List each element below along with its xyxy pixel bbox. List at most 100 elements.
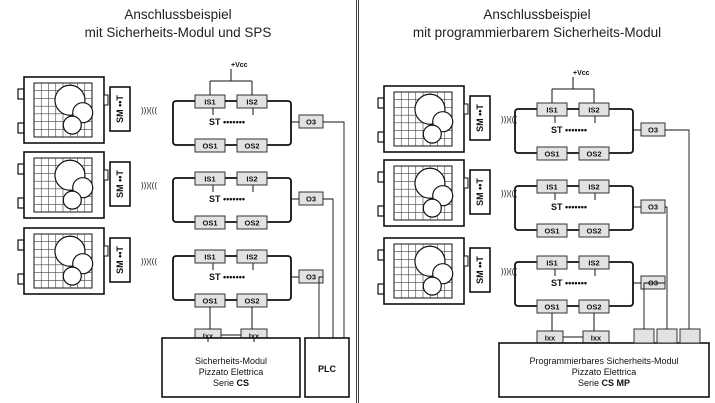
st-unit-1-is2-label: IS2 bbox=[588, 183, 599, 192]
module-line2: Pizzato Elettrica bbox=[199, 367, 264, 377]
sensor-1-lug-top bbox=[377, 171, 385, 183]
st-unit-2-is2-label: IS2 bbox=[588, 259, 599, 268]
st-unit-2-label: ST ••••••• bbox=[209, 272, 245, 282]
sensor-2-tag bbox=[469, 247, 491, 293]
sensor-0-signal: )))((( bbox=[501, 115, 517, 124]
sensor-0-connector bbox=[103, 94, 109, 106]
st-unit-0-os1-label: OS1 bbox=[544, 150, 559, 159]
sensor-2-lug-top bbox=[377, 249, 385, 261]
st-unit-2-o3-label: O3 bbox=[306, 273, 316, 282]
st-unit-2-is1-label: IS1 bbox=[204, 253, 215, 262]
st-unit-0-os1-label: OS1 bbox=[202, 142, 217, 151]
st-unit-0-label: ST ••••••• bbox=[209, 117, 245, 127]
sensor-2-circle-small bbox=[422, 276, 442, 296]
o3-wire-0 bbox=[323, 121, 345, 338]
st-unit-2-os2-label: OS2 bbox=[244, 297, 259, 306]
ixx-1-label: Ixx bbox=[545, 334, 556, 343]
safety-module-box bbox=[161, 337, 301, 398]
left-diagram-panel: Anschlussbeispiel mit Sicherheits-Modul … bbox=[0, 0, 357, 403]
sensor-0-circle-small bbox=[62, 115, 82, 135]
ixx-1-label: Ixx bbox=[203, 332, 214, 341]
st-unit-1-is1-label: IS1 bbox=[546, 183, 557, 192]
sensor-1-signal: )))((( bbox=[501, 189, 517, 198]
sensor-1-connector bbox=[463, 177, 469, 189]
right-diagram-panel: Anschlussbeispiel mit programmierbarem S… bbox=[358, 0, 715, 403]
sensor-0-tag bbox=[109, 86, 131, 132]
sensor-1-tag bbox=[469, 169, 491, 215]
sensor-2-tag-label: SM ••T bbox=[475, 256, 485, 284]
module-line1: Sicherheits-Modul bbox=[195, 356, 267, 366]
st-unit-0-is2-label: IS2 bbox=[588, 106, 599, 115]
sensor-2-lug-bottom bbox=[17, 273, 25, 285]
st-unit-0-is2-label: IS2 bbox=[246, 98, 257, 107]
sensor-1-circle-small bbox=[62, 190, 82, 210]
sensor-0-lug-bottom bbox=[17, 122, 25, 134]
st-unit-0-is1-label: IS1 bbox=[546, 106, 557, 115]
st-unit-0-o3-label: O3 bbox=[648, 126, 658, 135]
st-unit-1-o3-label: O3 bbox=[648, 203, 658, 212]
st-unit-1-is2-label: IS2 bbox=[246, 175, 257, 184]
o3-wire-1 bbox=[665, 206, 668, 329]
sensor-1-lug-bottom bbox=[377, 205, 385, 217]
right-title-line2: mit programmierbarem Sicherheits-Modul bbox=[412, 25, 662, 40]
module-line1: Programmierbares Sicherheits-Modul bbox=[529, 356, 678, 366]
sensor-1-signal: )))((( bbox=[141, 181, 157, 190]
sensor-2-lug-bottom bbox=[377, 283, 385, 295]
left-title-line2: mit Sicherheits-Modul und SPS bbox=[84, 25, 272, 40]
ixx-2-label: Ixx bbox=[249, 332, 260, 341]
st-unit-1-label: ST ••••••• bbox=[209, 194, 245, 204]
sensor-2-tag bbox=[109, 237, 131, 283]
sensor-0-lug-top bbox=[17, 88, 25, 100]
right-title-line1: Anschlussbeispiel bbox=[483, 7, 591, 22]
sensor-1-lug-bottom bbox=[17, 197, 25, 209]
sensor-1-circle-small bbox=[422, 198, 442, 218]
st-unit-2-os1-label: OS1 bbox=[202, 297, 217, 306]
vcc-label: +Vcc bbox=[231, 62, 248, 69]
st-unit-2-os1-label: OS1 bbox=[544, 303, 559, 312]
st-unit-2-is2-label: IS2 bbox=[246, 253, 257, 262]
sensor-0-circle-small bbox=[422, 124, 442, 144]
vcc-label: +Vcc bbox=[573, 70, 590, 77]
module-series: Serie CS bbox=[213, 378, 249, 388]
sensor-0-lug-top bbox=[377, 97, 385, 109]
sensor-0-tag-label: SM ••T bbox=[475, 104, 485, 132]
input-terminal-1 bbox=[656, 328, 678, 344]
st-unit-1-is1-label: IS1 bbox=[204, 175, 215, 184]
sensor-1-tag-label: SM ••T bbox=[115, 170, 125, 198]
st-unit-2-os2-label: OS2 bbox=[586, 303, 601, 312]
sensor-2-circle-small bbox=[62, 266, 82, 286]
sensor-1-connector bbox=[103, 169, 109, 181]
sensor-1-lug-top bbox=[17, 163, 25, 175]
ixx-2-label: Ixx bbox=[591, 334, 602, 343]
sensor-0-tag bbox=[469, 95, 491, 141]
sensor-0-signal: )))((( bbox=[141, 106, 157, 115]
sensor-1-tag-label: SM ••T bbox=[475, 178, 485, 206]
plc-label: PLC bbox=[318, 364, 337, 374]
st-unit-1-os2-label: OS2 bbox=[586, 227, 601, 236]
st-unit-0-os2-label: OS2 bbox=[586, 150, 601, 159]
sensor-0-connector bbox=[463, 103, 469, 115]
module-line2: Pizzato Elettrica bbox=[572, 367, 637, 377]
sensor-2-lug-top bbox=[17, 239, 25, 251]
sensor-2-connector bbox=[103, 245, 109, 257]
input-terminal-2 bbox=[679, 328, 701, 344]
st-unit-2-is1-label: IS1 bbox=[546, 259, 557, 268]
left-title-line1: Anschlussbeispiel bbox=[124, 7, 232, 22]
st-unit-1-o3-label: O3 bbox=[306, 195, 316, 204]
module-series: Serie CS MP bbox=[578, 378, 630, 388]
o3-wire-2 bbox=[643, 282, 665, 329]
o3-wire-0 bbox=[665, 129, 690, 329]
sensor-2-tag-label: SM ••T bbox=[115, 246, 125, 274]
o3-wire-2 bbox=[318, 276, 323, 338]
st-unit-2-label: ST ••••••• bbox=[551, 278, 587, 288]
plc-box bbox=[304, 337, 350, 398]
sensor-2-signal: )))((( bbox=[501, 267, 517, 276]
o3-wire-1 bbox=[323, 198, 334, 338]
st-unit-1-label: ST ••••••• bbox=[551, 202, 587, 212]
st-unit-0-is1-label: IS1 bbox=[204, 98, 215, 107]
sensor-2-signal: )))((( bbox=[141, 257, 157, 266]
st-unit-0-label: ST ••••••• bbox=[551, 125, 587, 135]
sensor-0-tag-label: SM ••T bbox=[115, 95, 125, 123]
